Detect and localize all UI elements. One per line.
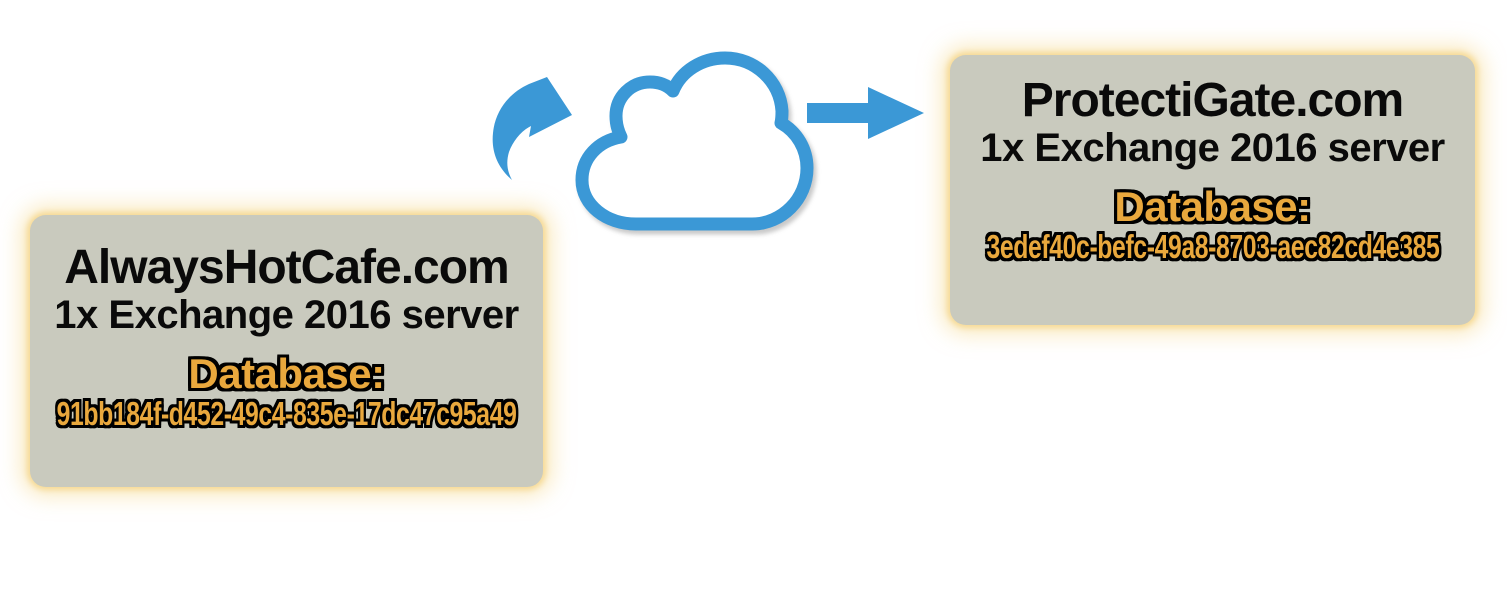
target-database-id: 3edef40c-befc-49a8-8703-aec82cd4e385 <box>986 228 1439 265</box>
cloud-icon <box>575 51 814 231</box>
target-database-label: Database: <box>1114 183 1311 230</box>
target-domain-title: ProtectiGate.com <box>1021 74 1404 127</box>
target-database-block: Database: 3edef40c-befc-49a8-8703-aec82c… <box>911 184 1507 264</box>
source-database-label: Database: <box>188 350 385 397</box>
source-server-line: 1x Exchange 2016 server <box>54 293 519 337</box>
source-database-id: 91bb184f-d452-49c4-835e-17dc47c95a49 <box>56 395 517 432</box>
right-arrow-icon <box>807 87 924 139</box>
server-box-alwayshotcafe: AlwaysHotCafe.com 1x Exchange 2016 serve… <box>30 215 543 487</box>
server-box-protectigate: ProtectiGate.com 1x Exchange 2016 server… <box>950 55 1475 325</box>
source-domain-title: AlwaysHotCafe.com <box>64 241 509 294</box>
curved-arrow-icon <box>492 77 572 180</box>
source-database-block: Database: 91bb184f-d452-49c4-835e-17dc47… <box>0 351 593 431</box>
target-server-line: 1x Exchange 2016 server <box>980 126 1445 170</box>
